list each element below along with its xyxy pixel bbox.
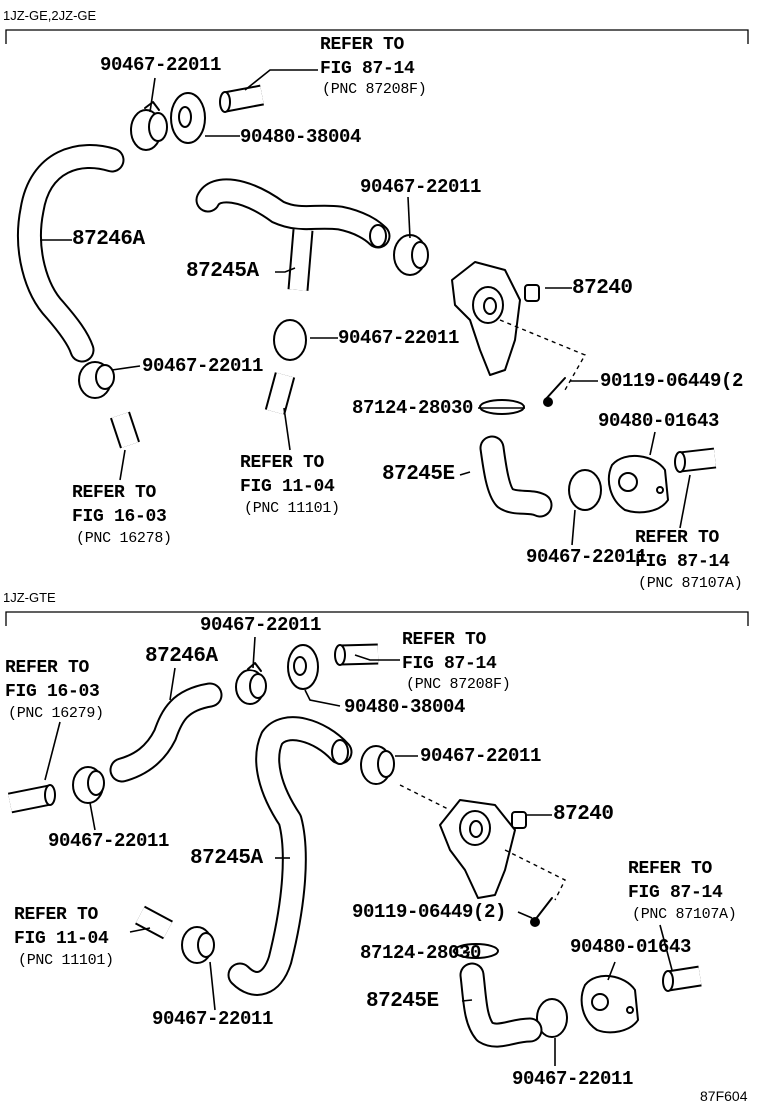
part-label-valve-1[interactable]: 87240 [572,277,633,300]
clamp-dashed-line-2 [399,784,451,811]
refer-d-line1-1: REFER TO [635,528,720,548]
pipe-refer-a-1 [219,84,264,113]
hose-clamp-2e [536,998,568,1038]
hose-87245e-2 [459,962,543,1048]
part-label-clip-2[interactable]: 87124-28030 [360,942,482,964]
refer-d-line3-1: (PNC 87107A) [638,575,743,592]
hose-clamp-1a [130,101,168,151]
part-label-clamp-bottom-right-2[interactable]: 90467-22011 [512,1068,634,1090]
gasket-01643-1 [607,454,669,514]
refer-a-line3-1: (PNC 87208F) [322,81,427,98]
part-label-clamp-bottom-left-2[interactable]: 90467-22011 [152,1008,274,1030]
part-label-screw-1[interactable]: 90119-06449(2 [600,370,744,392]
hose-clamp-2a [235,662,267,705]
engine-label-1: 1JZ-GE,2JZ-GE [3,8,97,23]
hose-87245a-2 [227,716,353,996]
hose-clamp-1e [568,469,602,511]
part-label-clamp-e-1[interactable]: 90467-22011 [526,546,648,568]
part-label-hose-87246a-1[interactable]: 87246A [72,228,145,251]
pipe-refer-d-2 [662,965,702,992]
refer-b-line2-1[interactable]: FIG 11-04 [240,477,335,497]
pipe-refer-b-1 [264,372,296,415]
part-label-clamp-mid-1[interactable]: 90467-22011 [360,176,482,198]
pipe-refer-b-2 [135,905,173,940]
section-1-frame [5,29,749,44]
hose-clamp-2b [72,766,105,804]
screw-06449-2 [530,897,553,927]
part-label-hose-87245a-1[interactable]: 87245A [186,260,259,283]
section-2-frame [5,611,749,626]
part-label-clamp-mid-2[interactable]: 90467-22011 [420,745,542,767]
water-valve-87240-1 [451,261,540,376]
gasket-01643-2 [580,974,639,1034]
refer-b-line3-2: (PNC 11101) [18,952,114,969]
hose-87246a-1 [17,144,125,363]
pipe-refer-c-1 [110,411,140,449]
gasket-38004-2 [287,644,319,690]
leader-lines-2 [44,636,673,1066]
part-label-hose-87245a-2[interactable]: 87245A [190,847,263,870]
part-label-clamp-top-2[interactable]: 90467-22011 [200,614,322,636]
water-valve-87240-2 [439,799,527,899]
refer-c-line3-1: (PNC 16278) [76,530,172,547]
valve-dashed-line-2 [504,849,566,901]
part-label-gasket2-1[interactable]: 90480-01643 [598,410,720,432]
refer-a-line1-2: REFER TO [402,630,487,650]
refer-d-line1-2: REFER TO [628,859,713,879]
screw-06449-1 [543,377,566,407]
refer-a-line3-2: (PNC 87208F) [406,676,511,693]
refer-d-line3-2: (PNC 87107A) [632,906,737,923]
pipe-refer-c-2 [7,784,56,814]
leader-lines-1 [40,69,691,546]
refer-a-line2-2[interactable]: FIG 87-14 [402,654,497,674]
hose-87246a-2 [109,682,223,783]
refer-c-line1-2: REFER TO [5,658,90,678]
part-label-valve-2[interactable]: 87240 [553,803,614,826]
part-label-hose-87246a-2[interactable]: 87246A [145,645,218,668]
refer-d-line2-1[interactable]: FIG 87-14 [635,552,730,572]
refer-b-line1-1: REFER TO [240,453,325,473]
valve-dashed-line-1 [499,319,587,391]
refer-a-line2-1[interactable]: FIG 87-14 [320,59,415,79]
engine-label-2: 1JZ-GTE [3,590,56,605]
refer-c-line1-1: REFER TO [72,483,157,503]
hose-clamp-2c [360,745,395,785]
hose-clamp-2d [181,926,215,964]
figure-code: 87F604 [700,1088,748,1104]
gasket-38004-1 [170,92,206,144]
hose-87245a-1 [195,178,391,291]
part-label-gasket-2[interactable]: 90480-38004 [344,696,466,718]
part-label-hose-87245e-1[interactable]: 87245E [382,463,455,486]
refer-a-line1-1: REFER TO [320,35,405,55]
pipe-refer-d-1 [674,447,717,473]
refer-b-line2-2[interactable]: FIG 11-04 [14,929,109,949]
part-label-screw-2[interactable]: 90119-06449(2) [352,901,507,923]
refer-c-line3-2: (PNC 16279) [8,705,104,722]
part-label-hose-87245e-2[interactable]: 87245E [366,990,439,1013]
hose-clamp-1c [273,319,307,361]
hose-clamp-1b [393,234,429,276]
pipe-refer-a-2 [334,643,379,666]
part-label-clamp-d-1[interactable]: 90467-22011 [142,355,264,377]
clip-28030-2 [453,943,499,959]
refer-b-line1-2: REFER TO [14,905,99,925]
part-label-clamp-top-1[interactable]: 90467-22011 [100,54,222,76]
refer-c-line2-2[interactable]: FIG 16-03 [5,682,100,702]
part-label-gasket-1[interactable]: 90480-38004 [240,126,362,148]
part-label-clamp-left-2[interactable]: 90467-22011 [48,830,170,852]
clip-28030-1 [479,399,525,415]
hose-87245e-1 [479,435,553,518]
part-label-gasket2-2[interactable]: 90480-01643 [570,936,692,958]
refer-b-line3-1: (PNC 11101) [244,500,340,517]
refer-d-line2-2[interactable]: FIG 87-14 [628,883,723,903]
refer-c-line2-1[interactable]: FIG 16-03 [72,507,167,527]
part-label-clip-1[interactable]: 87124-28030 [352,397,474,419]
hose-clamp-1d [78,361,115,399]
part-label-clamp-c-1[interactable]: 90467-22011 [338,327,460,349]
